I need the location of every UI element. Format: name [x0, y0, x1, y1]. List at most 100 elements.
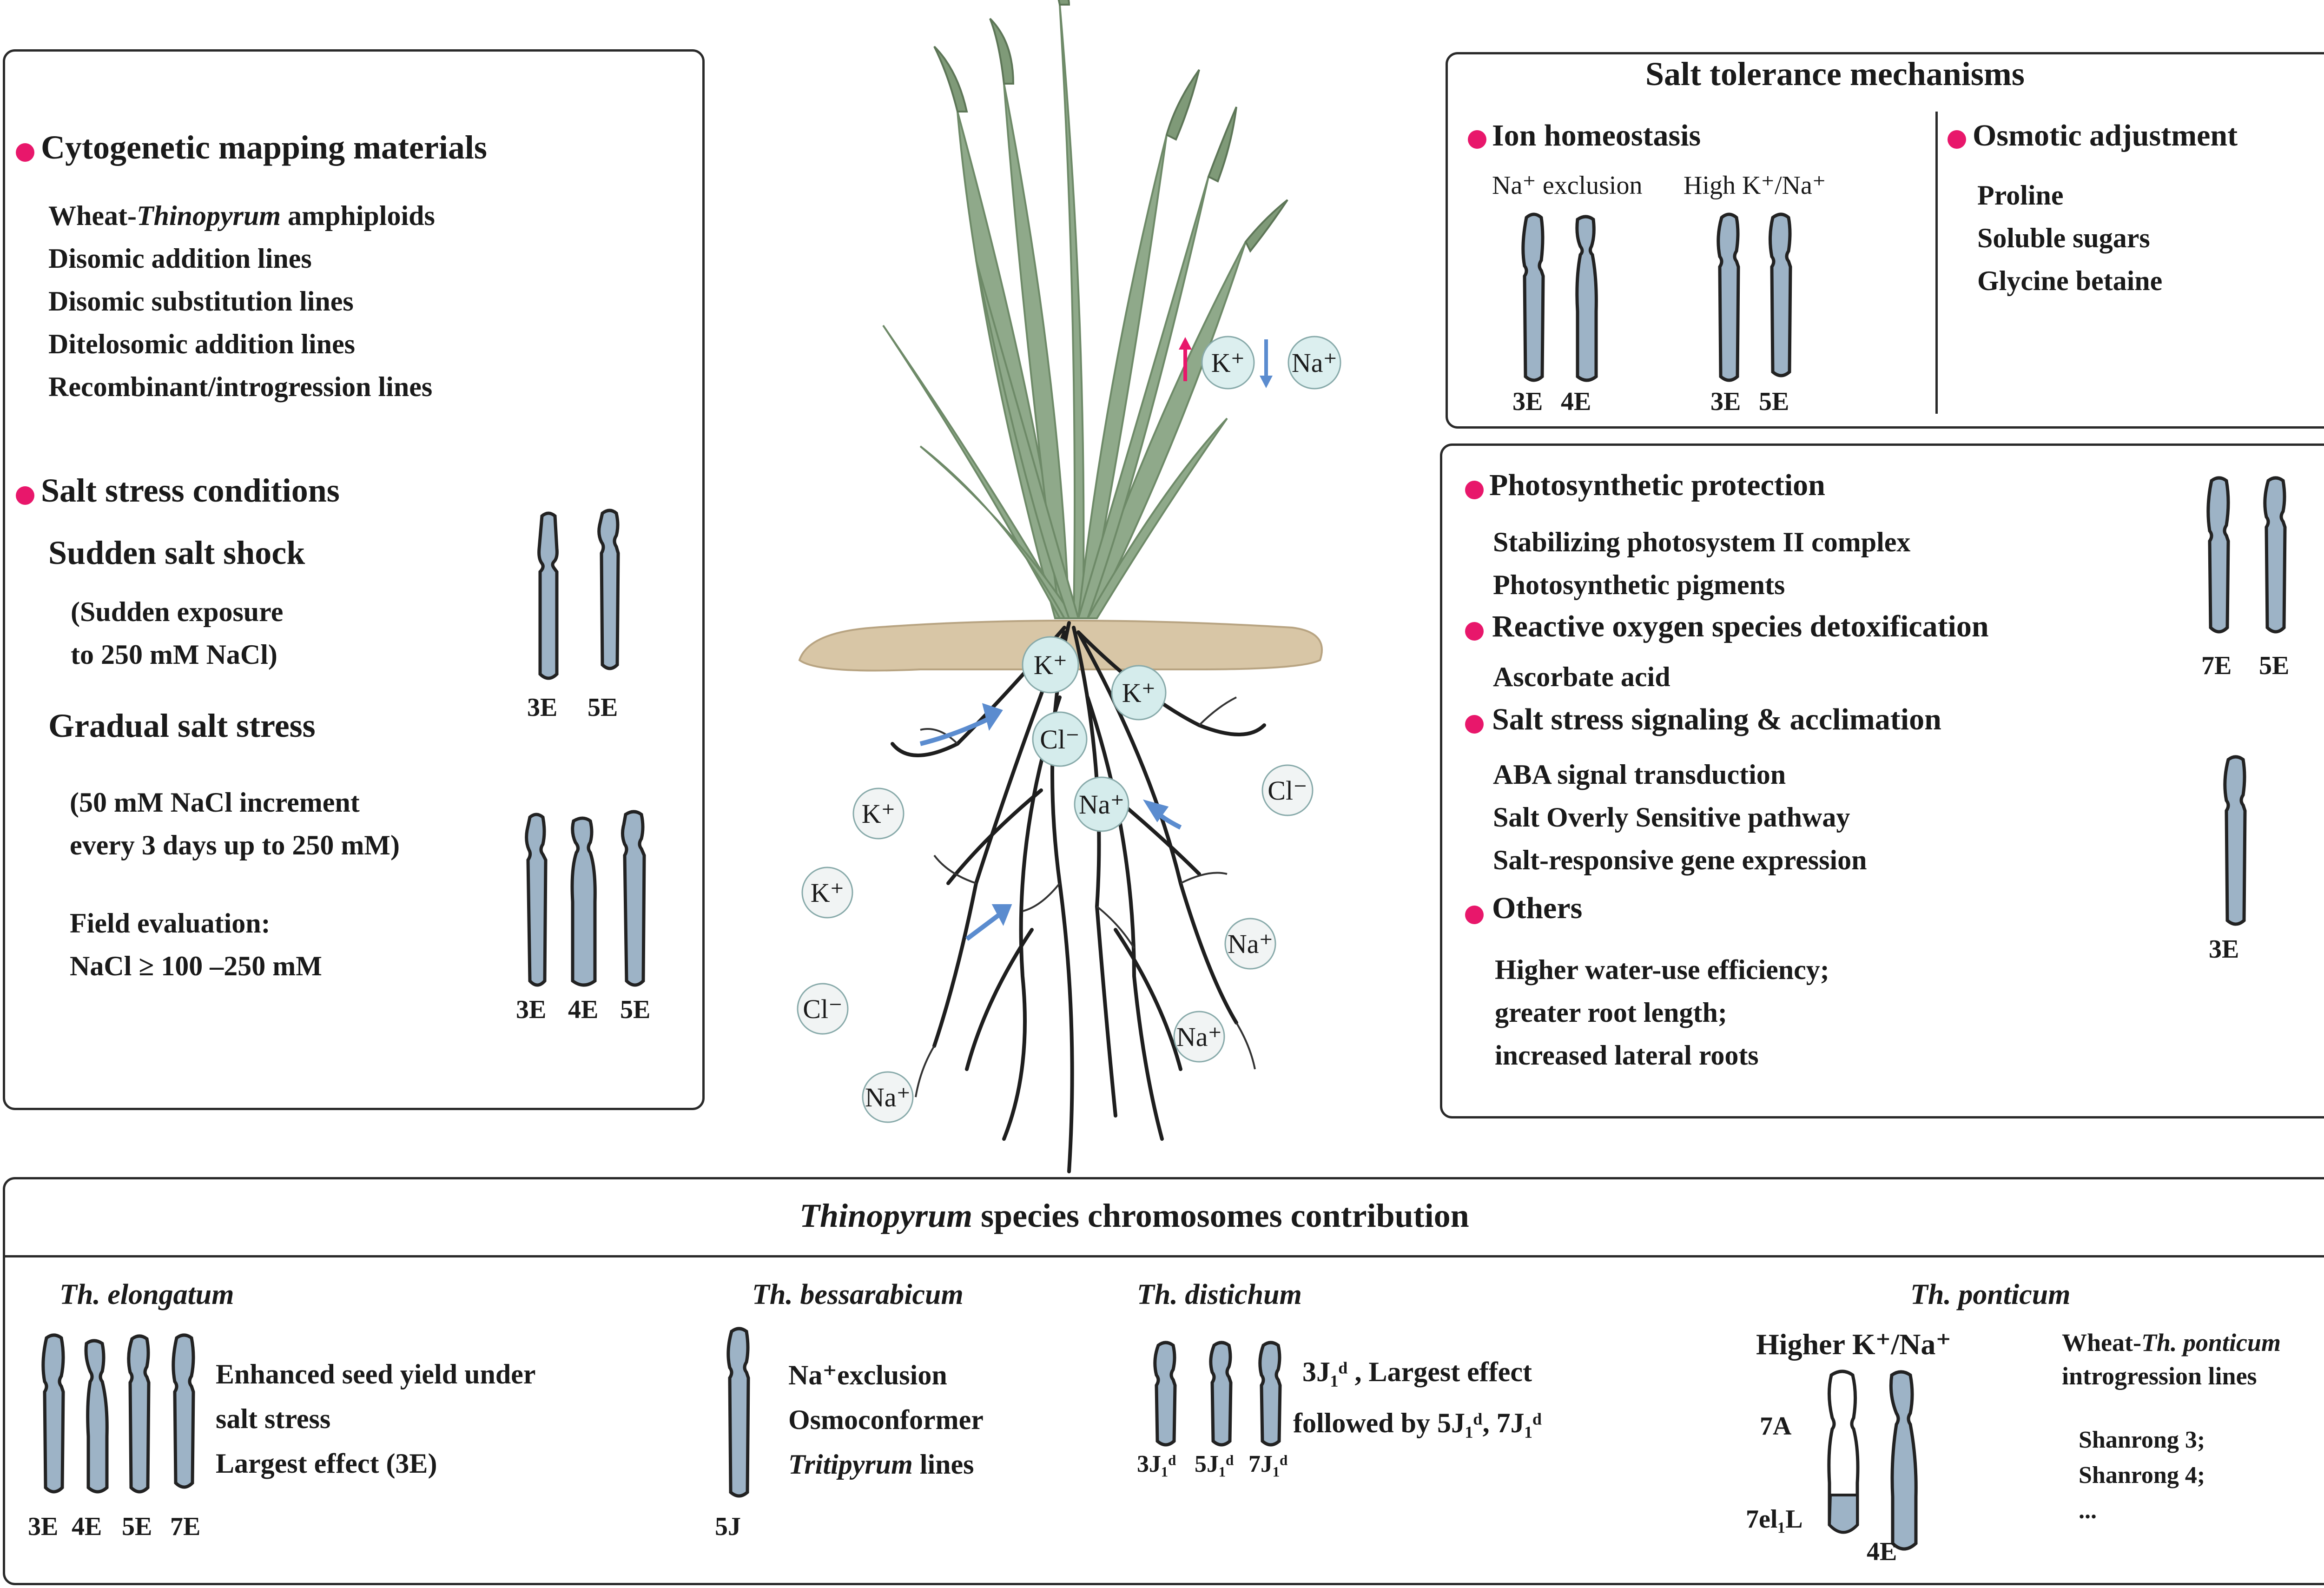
protection-chromosomes-a: [2206, 476, 2287, 634]
chromosome-7j-icon: [1258, 1341, 1282, 1447]
translocation-segment: [1828, 1494, 1859, 1534]
ros-list: Ascorbate acid: [1493, 662, 1670, 692]
ion-na: Na⁺: [865, 1082, 911, 1112]
arrow-head-icon: [1142, 799, 1169, 822]
field-desc: Field evaluation: NaCl ≥ 100 –250 mM: [70, 908, 322, 981]
chrom-label: 5E: [122, 1512, 152, 1541]
chromosome-5e-icon: [621, 810, 646, 987]
bullet-icon: [1465, 906, 1484, 924]
chrom-label: 3E: [1512, 387, 1543, 416]
chrom-label: 4E: [568, 995, 599, 1024]
ion-cl: Cl⁻: [803, 994, 842, 1024]
chrom-label: 4E: [1561, 387, 1591, 416]
photo-title: Photosynthetic protection: [1489, 468, 1825, 502]
ponticum-name: Th. ponticum: [1910, 1279, 2071, 1310]
elongatum-text: Enhanced seed yield under salt stress La…: [216, 1359, 536, 1479]
chromosome-3e-icon: [525, 813, 548, 987]
uptake-arrows: [919, 703, 1182, 941]
chromosome-4e-icon: [570, 816, 597, 987]
ion-chromosomes-b: [1717, 212, 1792, 382]
chrom-label: 5E: [588, 693, 618, 722]
gradual-chromosomes: [525, 810, 646, 987]
bullet-icon: [16, 486, 34, 505]
ion-na: Na⁺: [1292, 348, 1337, 378]
chrom-label: 4E: [1867, 1537, 1897, 1566]
bullet-icon: [16, 143, 34, 162]
signal-list: ABA signal transduction Salt Overly Sens…: [1493, 759, 1867, 875]
mapping-item: Disomic substitution lines: [48, 286, 354, 317]
chromosome-3j-icon: [1153, 1341, 1177, 1447]
chrom-label: 3E: [516, 995, 547, 1024]
chromosome-3e-icon: [41, 1333, 65, 1494]
chrom-label: 7E: [170, 1512, 201, 1541]
ion-cl: Cl⁻: [1268, 775, 1307, 806]
contribution-divider: [3, 1255, 2324, 1257]
bessarabicum-text: Na⁺exclusion Osmoconformer Tritipyrum li…: [788, 1360, 984, 1480]
chromosome-5j-icon: [1209, 1341, 1233, 1447]
chromosome-7e-icon: [2206, 476, 2230, 634]
chromosome-5e-icon: [597, 509, 620, 670]
ponticum-cultivars: Shanrong 3; Shanrong 4; ...: [2079, 1427, 2205, 1524]
chromosome-3e-icon: [537, 511, 559, 680]
chrom-label: 4E: [72, 1512, 102, 1541]
gradual-title: Gradual salt stress: [48, 707, 316, 744]
mapping-item: Recombinant/introgression lines: [48, 371, 433, 402]
na-exclusion-label: Na⁺ exclusion: [1492, 171, 1643, 200]
ponticum-chromosomes: [1827, 1370, 1918, 1551]
chrom-label: 5E: [2259, 651, 2290, 680]
ion-circles: [797, 336, 1341, 1123]
chromosome-5e-icon: [127, 1334, 151, 1494]
chrom-label: 7el₁L: [1746, 1505, 1803, 1534]
wheatgrass-plant-illustration: K⁺ Na⁺ K⁺ K⁺ Cl⁻ Na⁺ K⁺ Cl⁻ K⁺ Na⁺ Cl⁻ N…: [797, 0, 1341, 1173]
chromosome-3e-icon: [1521, 212, 1545, 382]
mapping-item: Wheat-Thinopyrum amphiploids: [48, 200, 435, 231]
chrom-label: 3E: [2209, 935, 2239, 964]
ion-k: K⁺: [1122, 678, 1156, 708]
ion-na: Na⁺: [1176, 1022, 1222, 1052]
ponticum-intro: Wheat-Th. ponticum introgression lines: [2062, 1329, 2281, 1390]
osmotic-title: Osmotic adjustment: [1973, 119, 2238, 152]
bullet-icon: [1465, 622, 1484, 641]
ponticum-ratio: Higher K⁺/Na⁺: [1756, 1328, 1952, 1361]
chrom-label: 3J₁ᵈ: [1137, 1451, 1176, 1477]
bessarabicum-name: Th. bessarabicum: [752, 1279, 964, 1310]
chrom-label: 5E: [620, 995, 651, 1024]
mapping-title: Cytogenetic mapping materials: [41, 129, 487, 166]
chromosome-3e-icon: [1717, 212, 1740, 382]
shock-chromosomes: [537, 509, 620, 680]
ion-k: K⁺: [811, 878, 845, 908]
arrow-head-icon: [991, 904, 1012, 926]
ion-k: K⁺: [862, 799, 896, 829]
ion-k: K⁺: [1211, 348, 1245, 378]
bullet-icon: [1468, 130, 1486, 149]
chromosome-4e-icon: [1575, 215, 1598, 382]
distichum-chromosomes: [1153, 1341, 1282, 1447]
elongatum-name: Th. elongatum: [59, 1279, 234, 1310]
chrom-label: 3E: [1710, 387, 1741, 416]
chromosome-5j-icon: [726, 1327, 750, 1498]
chrom-label: 3E: [28, 1512, 59, 1541]
mechanisms-title: Salt tolerance mechanisms: [1645, 55, 2025, 93]
up-arrow-head-icon: [1179, 337, 1192, 350]
ion-na: Na⁺: [1228, 929, 1273, 959]
distichum-text: 3J₁ᵈ , Largest effect followed by 5J₁ᵈ, …: [1293, 1356, 1542, 1438]
fine-roots: [915, 696, 1256, 1098]
ion-labels: K⁺ Na⁺ K⁺ K⁺ Cl⁻ Na⁺ K⁺ Cl⁻ K⁺ Na⁺ Cl⁻ N…: [803, 348, 1337, 1112]
mapping-list: Wheat-Thinopyrum amphiploids Disomic add…: [48, 194, 435, 408]
ion-k: K⁺: [1034, 650, 1068, 680]
chromosome-3e-icon: [2223, 755, 2247, 926]
chromosome-4e-icon: [84, 1339, 109, 1494]
conditions-title: Salt stress conditions: [41, 472, 340, 509]
chrom-label: 7A: [1760, 1412, 1792, 1441]
bullet-icon: [1465, 715, 1484, 734]
down-arrow-head-icon: [1260, 376, 1273, 388]
contribution-title: Thinopyrum species chromosomes contribut…: [799, 1197, 1469, 1234]
mapping-item: Ditelosomic addition lines: [48, 329, 356, 359]
chrom-label: 5J: [715, 1512, 741, 1541]
arrow-head-icon: [982, 703, 1003, 731]
shock-desc: (Sudden exposure to 250 mM NaCl): [71, 596, 284, 670]
chrom-label: 3E: [527, 693, 558, 722]
ion-cl: Cl⁻: [1040, 724, 1079, 754]
mapping-item: Disomic addition lines: [48, 243, 312, 274]
chromosome-7e-icon: [172, 1333, 195, 1489]
